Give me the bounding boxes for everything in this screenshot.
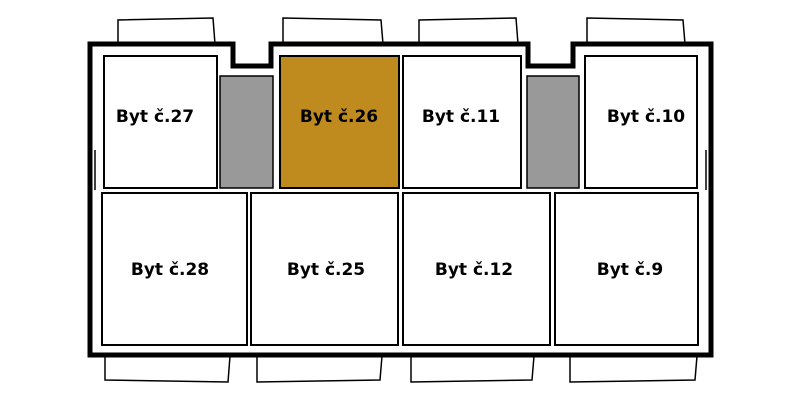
balcony-bottom-3 xyxy=(410,355,535,383)
unit-11-area[interactable] xyxy=(402,55,522,189)
building-outline xyxy=(87,41,714,358)
unit-12-label: Byt č.12 xyxy=(435,260,513,280)
balcony-top-1 xyxy=(117,17,216,45)
unit-12-area[interactable] xyxy=(402,192,551,346)
balcony-bottom-4 xyxy=(569,355,698,383)
balcony-bottom-2 xyxy=(256,355,383,383)
unit-28-area[interactable] xyxy=(101,192,248,346)
unit-28[interactable]: Byt č.28 xyxy=(101,192,248,346)
balcony-top-4 xyxy=(586,17,686,45)
unit-9-label: Byt č.9 xyxy=(597,260,663,280)
stair-core-right xyxy=(526,75,580,189)
balcony-top-3 xyxy=(418,17,519,45)
stair-core-left xyxy=(219,75,274,189)
unit-27-area[interactable] xyxy=(103,55,218,189)
unit-27-label: Byt č.27 xyxy=(116,107,194,127)
unit-10-area[interactable] xyxy=(584,55,698,189)
unit-10-label: Byt č.10 xyxy=(607,107,685,127)
unit-28-label: Byt č.28 xyxy=(131,260,209,280)
unit-26[interactable]: Byt č.26 xyxy=(279,55,400,189)
balcony-top-2 xyxy=(282,17,384,45)
unit-11[interactable]: Byt č.11 xyxy=(402,55,522,189)
unit-12[interactable]: Byt č.12 xyxy=(402,192,551,346)
unit-25[interactable]: Byt č.25 xyxy=(250,192,399,346)
unit-26-area[interactable] xyxy=(279,55,400,189)
unit-27[interactable]: Byt č.27 xyxy=(103,55,218,189)
unit-10[interactable]: Byt č.10 xyxy=(584,55,698,189)
unit-9[interactable]: Byt č.9 xyxy=(554,192,699,346)
unit-25-area[interactable] xyxy=(250,192,399,346)
balcony-bottom-1 xyxy=(104,355,231,383)
unit-25-label: Byt č.25 xyxy=(287,260,365,280)
unit-9-area[interactable] xyxy=(554,192,699,346)
unit-26-label: Byt č.26 xyxy=(300,107,378,127)
unit-11-label: Byt č.11 xyxy=(422,107,500,127)
